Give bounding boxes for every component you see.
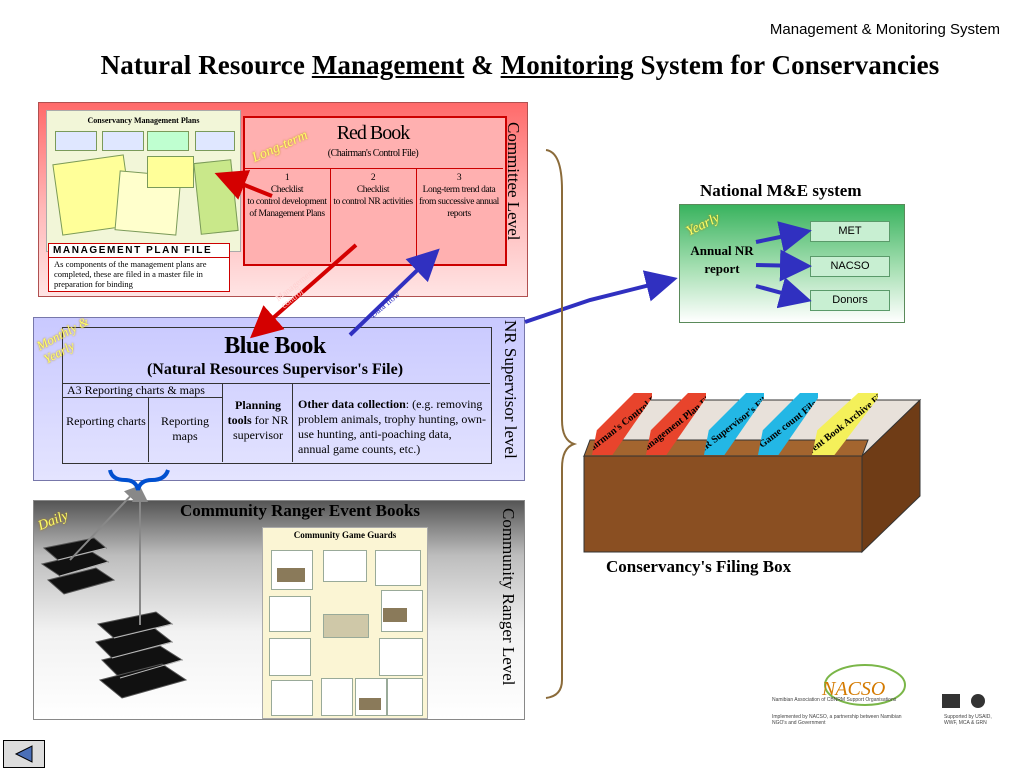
community-ranger-level-label: Community Ranger Level bbox=[499, 508, 518, 686]
title-suffix: System for Conservancies bbox=[640, 50, 940, 80]
nr-supervisor-level-label: NR Supervisor level bbox=[501, 320, 520, 459]
blue-col-divider bbox=[148, 397, 149, 462]
red-cell-num: 3 bbox=[456, 173, 462, 183]
arrow-to-met bbox=[755, 221, 812, 253]
red-cell-head: Checklist bbox=[270, 185, 304, 195]
slide-title: Natural Resource Management & Monitoring… bbox=[0, 50, 1024, 81]
nacso-logo-icon bbox=[824, 664, 906, 706]
data-flow-arrow bbox=[348, 248, 440, 337]
planning-rest: for NR supervisor bbox=[233, 413, 289, 442]
red-cell-2: 2 Checklist to control NR activities bbox=[331, 172, 415, 208]
title-monitoring: Monitoring bbox=[500, 50, 634, 80]
arrow-to-donors bbox=[755, 277, 812, 309]
committee-level-label: Committee Level bbox=[504, 122, 523, 241]
planning-bold: Planning tools bbox=[227, 398, 282, 427]
donor-logos-icon bbox=[942, 694, 985, 708]
red-cell-head: Checklist bbox=[356, 185, 390, 195]
level-brace bbox=[545, 149, 578, 699]
red-cell-3: 3 Long-term trend data from successive a… bbox=[417, 172, 501, 220]
community-game-guards-poster: Community Game Guards bbox=[262, 527, 428, 719]
filing-box-side bbox=[861, 398, 921, 554]
event-books-icon bbox=[40, 537, 188, 699]
red-book-subtitle: (Chairman's Control File) bbox=[327, 148, 419, 159]
ranger-arrow-1 bbox=[69, 485, 141, 561]
red-cell-body: to control development of Management Pla… bbox=[247, 197, 327, 219]
filing-box-caption: Conservancy's Filing Box bbox=[606, 557, 792, 576]
red-book-table bbox=[243, 116, 507, 266]
mpf-body: As components of the management plans ar… bbox=[54, 259, 207, 289]
back-button[interactable] bbox=[3, 740, 45, 768]
planning-tools: Planning tools for NR supervisor bbox=[226, 398, 290, 443]
triangle-left-icon bbox=[14, 745, 33, 763]
a3-label: A3 Reporting charts & maps bbox=[67, 383, 205, 397]
red-cell-1: 1 Checklist to control development of Ma… bbox=[245, 172, 329, 220]
nacso-logo-text: NACSO bbox=[822, 678, 886, 700]
red-cell-num: 2 bbox=[370, 173, 376, 183]
red-arrow-to-plans bbox=[214, 170, 273, 200]
red-cell-body: from successive annual reports bbox=[419, 197, 499, 219]
red-book-divider bbox=[245, 168, 503, 169]
red-cell-body: to control NR activities bbox=[333, 197, 413, 207]
support-note: Supported by USAID, WWF, MCA & GRN bbox=[944, 714, 992, 726]
arrow-to-nacso bbox=[755, 249, 812, 282]
poster-title: Community Game Guards bbox=[293, 530, 397, 540]
red-book-title: Red Book bbox=[336, 122, 411, 144]
title-amp: & bbox=[471, 50, 494, 80]
implementation-note: Implemented by NACSO, a partnership betw… bbox=[772, 714, 902, 726]
management-plan-file: MANAGEMENT PLAN FILE As components of th… bbox=[48, 243, 230, 292]
nacso-logo-area bbox=[770, 660, 920, 730]
ranger-title: Community Ranger Event Books bbox=[179, 501, 421, 520]
other-bold: Other data collection bbox=[298, 397, 406, 411]
nacso-tagline: Namibian Association of CBNRM Support Or… bbox=[772, 697, 897, 703]
mpf-heading: MANAGEMENT PLAN FILE bbox=[49, 244, 229, 258]
management-control-arrow bbox=[249, 243, 358, 339]
blue-brace bbox=[108, 469, 170, 491]
blue-book-divider bbox=[62, 383, 490, 384]
reporting-maps: Reporting maps bbox=[161, 414, 209, 443]
other-data-collection: Other data collection: (e.g. removing pr… bbox=[298, 397, 486, 457]
a3-divider bbox=[62, 397, 222, 398]
red-cell-head: Long-term trend data bbox=[422, 185, 496, 195]
other-rest: : (e.g. removing problem animals, trophy… bbox=[298, 397, 486, 456]
title-management: Management bbox=[311, 50, 465, 80]
title-prefix: Natural Resource bbox=[100, 50, 305, 80]
corner-title: Management & Monitoring System bbox=[769, 21, 1000, 38]
blue-col-divider bbox=[222, 383, 223, 462]
blue-to-national-arrow bbox=[524, 270, 678, 324]
blue-book-subtitle: (Natural Resources Supervisor's File) bbox=[146, 361, 404, 378]
plans-title: Conservancy Management Plans bbox=[87, 116, 200, 125]
reporting-charts: Reporting charts bbox=[66, 414, 146, 428]
red-col-divider bbox=[416, 168, 417, 262]
supervisor-panel bbox=[33, 317, 525, 481]
nacso-box: NACSO bbox=[810, 256, 890, 277]
donors-box: Donors bbox=[810, 290, 890, 311]
red-cell-num: 1 bbox=[284, 173, 290, 183]
blue-col-divider bbox=[292, 383, 293, 462]
management-plans-thumbnail: Conservancy Management Plans bbox=[46, 110, 241, 252]
annual-nr-report: Annual NR report bbox=[690, 243, 754, 276]
red-col-divider bbox=[330, 168, 331, 262]
national-me-title: National M&E system bbox=[700, 181, 862, 200]
